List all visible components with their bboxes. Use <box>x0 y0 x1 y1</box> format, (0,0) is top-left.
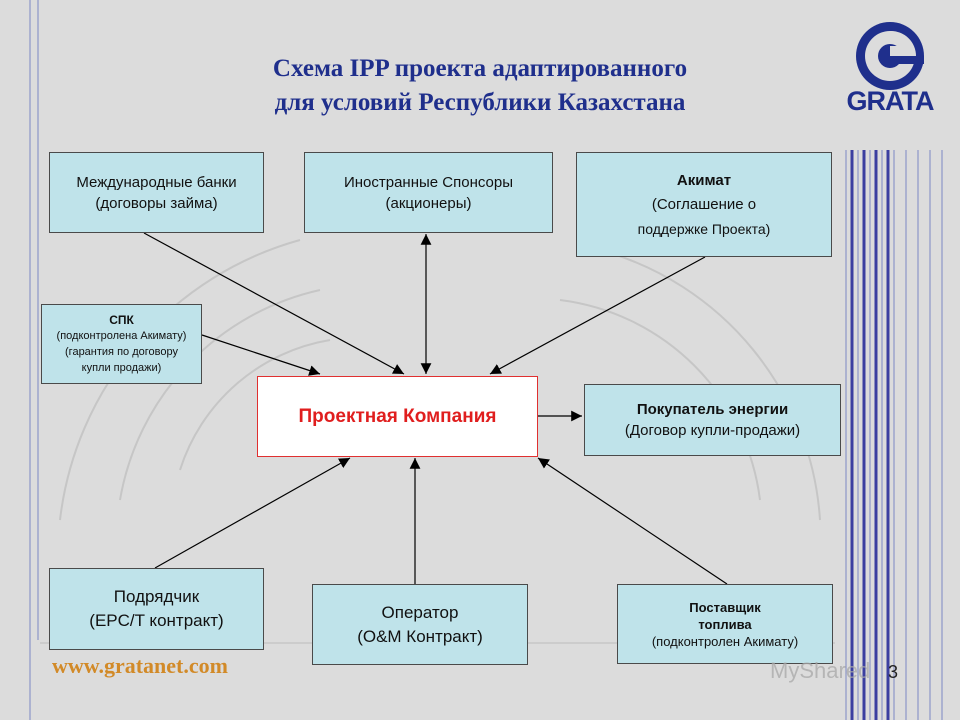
akimat-line-2: (Соглашение о <box>651 195 757 213</box>
arrow-akimat-to-center <box>489 256 706 375</box>
project-company-label: Проектная Компания <box>298 405 497 427</box>
arrow-contractor-to-center <box>154 457 351 569</box>
spk-line-4: купли продажи) <box>81 362 162 374</box>
contractor-line-2: (EPC/T контракт) <box>89 611 224 630</box>
box-akimat: Акимат (Соглашение о поддержке Проекта) <box>576 152 832 257</box>
grata-logo-icon <box>856 22 924 90</box>
sponsors-line-1: Иностранные Спонсоры <box>343 173 514 191</box>
arrow-banks-to-center <box>143 232 405 375</box>
box-spk: СПК (подконтролена Акимату) (гарантия по… <box>41 304 202 384</box>
title-line-1: Схема IPP проекта адаптированного <box>272 55 688 82</box>
supplier-line-1: Поставщик <box>689 599 761 615</box>
diagram-title: Схема IPP проекта адаптированного для ус… <box>180 52 780 120</box>
banks-line-1: Международные банки <box>76 173 237 191</box>
arrow-spk-to-center <box>201 334 321 376</box>
page-number: 3 <box>888 662 899 682</box>
box-foreign-sponsors: Иностранные Спонсоры (акционеры) <box>304 152 553 233</box>
akimat-line-1: Акимат <box>676 171 732 189</box>
operator-line-2: (O&M Контракт) <box>357 626 483 646</box>
buyer-line-1: Покупатель энергии <box>636 401 789 418</box>
title-line-2: для условий Республики Казахстана <box>274 89 686 116</box>
website-link[interactable]: www.gratanet.com <box>52 653 228 678</box>
spk-line-1: СПК <box>109 313 134 327</box>
arrow-supplier-to-center <box>537 457 728 585</box>
box-operator: Оператор (O&M Контракт) <box>312 584 528 665</box>
contractor-line-1: Подрядчик <box>113 587 200 606</box>
box-energy-buyer: Покупатель энергии (Договор купли-продаж… <box>584 384 841 456</box>
spk-line-3: (гарантия по договору <box>65 346 178 358</box>
buyer-line-2: (Договор купли-продажи) <box>624 422 801 439</box>
banks-line-2: (договоры займа) <box>95 194 218 212</box>
operator-line-1: Оператор <box>381 602 459 622</box>
box-international-banks: Международные банки (договоры займа) <box>49 152 264 233</box>
logo-text: GRATA <box>846 86 935 116</box>
spk-line-2: (подконтролена Акимату) <box>56 330 187 342</box>
sponsors-line-2: (акционеры) <box>385 194 472 212</box>
akimat-line-3: поддержке Проекта) <box>637 220 771 237</box>
box-fuel-supplier: Поставщик топлива (подконтролен Акимату) <box>617 584 833 664</box>
watermark: MyShared <box>770 658 871 683</box>
supplier-line-3: (подконтролен Акимату) <box>651 633 799 649</box>
box-contractor: Подрядчик (EPC/T контракт) <box>49 568 264 650</box>
box-project-company: Проектная Компания <box>257 376 538 457</box>
supplier-line-2: топлива <box>698 616 752 632</box>
